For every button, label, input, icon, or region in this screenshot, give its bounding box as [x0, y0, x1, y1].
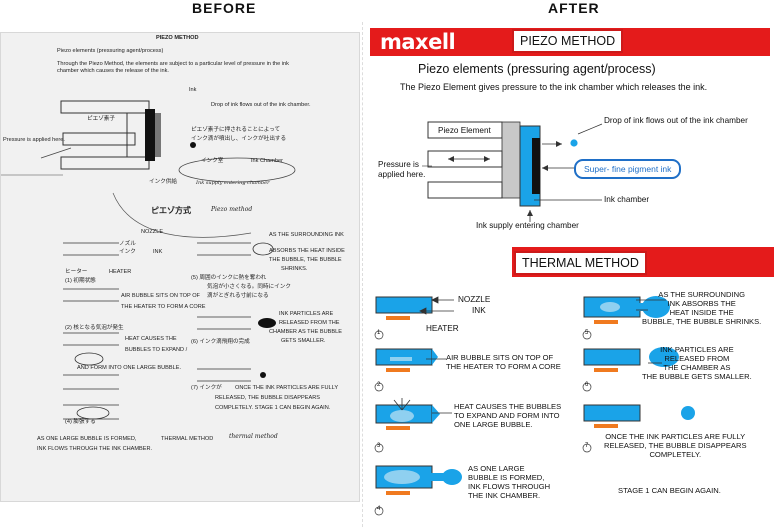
column-divider: [362, 22, 363, 527]
nozzle-label: NOZZLE: [458, 295, 491, 304]
step-number-4: 4: [377, 506, 381, 512]
before-scan: PIEZO METHOD Piezo elements (pressuring …: [0, 32, 360, 502]
before-pressure-note: Pressure is applied here.: [3, 137, 65, 143]
step-once-caption: ONCE THE INK PARTICLES ARE FULLY RELEASE…: [604, 432, 747, 460]
ink-chamber-label: Ink chamber: [604, 195, 650, 204]
before-heading: Piezo elements (pressuring agent/process…: [57, 48, 164, 54]
before-drop-note: Drop of ink flows out of the ink chamber…: [211, 102, 311, 108]
before-jp-ink: インク: [119, 249, 136, 255]
before-jp-note-1: ピエゾ素子に押されることによって: [191, 127, 281, 133]
step-number-1: 1: [377, 330, 381, 336]
before-shrinks: SHRINKS.: [281, 266, 308, 272]
step-air-text: AIR BUBBLE SITS ON TOP OF THE HEATER TO …: [446, 353, 561, 371]
before-jp-ink-chamber: インク室: [201, 158, 224, 164]
maxell-logo: maxell: [380, 30, 456, 54]
step-once-text: ONCE THE INK PARTICLES ARE FULLY RELEASE…: [604, 432, 747, 459]
before-step6-jp: (6) インク滴飛翔の完成: [191, 339, 250, 345]
after-subheading: The Piezo Element gives pressure to the …: [400, 82, 708, 92]
before-one-large: AS ONE LARGE BUBBLE IS FORMED,: [37, 436, 137, 442]
before-absorbs1: ABSORBS THE HEAT INSIDE: [269, 248, 345, 254]
step-shrink-caption: AS THE SURROUNDING INK ABSORBS THE HEAT …: [642, 290, 762, 327]
before-step1-jp: (1) 初期状態: [65, 278, 96, 284]
before-thermal: THERMAL METHOD: [161, 436, 214, 442]
heater-label: HEATER: [426, 324, 459, 333]
before-hand-supply: Ink supply entering chamber: [196, 180, 270, 186]
ink-label: INK: [472, 306, 486, 315]
before-heater-core: THE HEATER TO FORM A CORE: [121, 304, 206, 310]
thermal-diagrams: [374, 296, 695, 516]
before-heat-causes-2: BUBBLES TO EXPAND /: [125, 347, 188, 353]
before-once-2: RELEASED, THE BUBBLE DISAPPEARS: [215, 395, 320, 401]
before-and-form: AND FORM INTO ONE LARGE BUBBLE.: [77, 365, 182, 371]
before-ink-label: Ink: [189, 87, 197, 93]
before-intro-1: Through the Piezo Method, the elements a…: [57, 61, 289, 67]
before-hand-method: Piezo method: [211, 206, 253, 213]
pressure-label: Pressure is applied here.: [378, 160, 425, 180]
before-particles-1: INK PARTICLES ARE: [279, 311, 334, 317]
before-header: BEFORE: [192, 0, 257, 16]
drop-label: Drop of ink flows out of the ink chamber: [604, 116, 748, 125]
after-page: maxell PIEZO METHOD Piezo elements (pres…: [366, 18, 778, 531]
before-heater: HEATER: [109, 269, 132, 275]
before-ink: INK: [153, 249, 163, 255]
step-large-caption: AS ONE LARGE BUBBLE IS FORMED, INK FLOWS…: [468, 464, 551, 501]
before-hand-thermal: thermal method: [229, 433, 278, 440]
before-surrounding: AS THE SURROUNDING INK: [269, 232, 344, 238]
before-air-bubble: AIR BUBBLE SITS ON TOP OF: [121, 293, 200, 299]
piezo-title-box: PIEZO METHOD: [512, 29, 624, 53]
before-step2-jp: (2) 核となる気泡が発生: [65, 325, 124, 331]
after-header: AFTER: [548, 0, 600, 16]
stage-again-text: STAGE 1 CAN BEGIN AGAIN.: [618, 486, 721, 495]
piezo-element-label: Piezo Element: [438, 126, 491, 135]
step-release-caption: INK PARTICLES ARE RELEASED FROM THE CHAM…: [642, 345, 752, 382]
before-jp-nozzle: ノズル: [119, 241, 136, 247]
step-release-text: INK PARTICLES ARE RELEASED FROM THE CHAM…: [642, 345, 752, 381]
piezo-banner: maxell PIEZO METHOD: [370, 28, 770, 56]
pressure-text: Pressure is applied here.: [378, 160, 426, 179]
before-step5-jp3: 滴がとぎれる寸前になる: [207, 293, 269, 299]
pigment-ink-pill: Super- fine pigment ink: [574, 159, 682, 179]
before-particles-4: GETS SMALLER.: [281, 338, 326, 344]
before-particles-3: CHAMBER AS THE BUBBLE: [269, 329, 342, 335]
before-ink-chamber: Ink Chamber: [251, 158, 284, 164]
step-number-5: 5: [585, 330, 589, 336]
before-particles-2: RELEASED FROM THE: [279, 320, 340, 326]
step-heat-caption: HEAT CAUSES THE BUBBLES TO EXPAND AND FO…: [454, 402, 562, 430]
before-ink-flows: INK FLOWS THROUGH THE INK CHAMBER.: [37, 446, 153, 452]
thermal-title-box: THERMAL METHOD: [514, 251, 647, 275]
step-air-caption: AIR BUBBLE SITS ON TOP OF THE HEATER TO …: [446, 353, 561, 372]
before-once-3: COMPLETELY. STAGE 1 CAN BEGIN AGAIN.: [215, 405, 331, 411]
before-step7-jp: (7) インクが: [191, 385, 222, 391]
after-heading: Piezo elements (pressuring agent/process…: [418, 62, 656, 76]
before-nozzle: NOZZLE: [141, 229, 164, 235]
before-title: PIEZO METHOD: [156, 35, 199, 41]
before-intro-2: chamber which causes the release of the …: [57, 68, 169, 74]
before-step4-jp: (4) 膨張する: [65, 419, 96, 425]
step-large-text: AS ONE LARGE BUBBLE IS FORMED, INK FLOWS…: [468, 464, 550, 500]
before-jp-supply: インク供給: [149, 179, 177, 185]
before-jp-method: ピエゾ方式: [151, 206, 191, 215]
step-number-2: 2: [377, 382, 381, 388]
before-heat-causes-1: HEAT CAUSES THE: [125, 336, 177, 342]
before-step5-jp2: 気泡が小さくなる。同時にインク: [207, 284, 291, 290]
step-number-6: 6: [585, 382, 589, 388]
after-piezo-diagram: [422, 121, 603, 222]
before-once-1: ONCE THE INK PARTICLES ARE FULLY: [235, 385, 339, 391]
step-number-7: 7: [585, 443, 589, 449]
before-step5-jp: (5) 周囲のインクに熱を奪われ: [191, 275, 267, 281]
before-jp-heater: ヒーター: [65, 269, 88, 275]
ink-supply-label: Ink supply entering chamber: [476, 221, 579, 230]
before-thermal-sketch: [63, 242, 276, 420]
before-jp-piezo: ピエゾ素子: [87, 116, 115, 122]
step-heat-text: HEAT CAUSES THE BUBBLES TO EXPAND AND FO…: [454, 402, 561, 429]
before-jp-note-2: インク滴が噴出し、インクが吐出する: [191, 136, 287, 142]
step-shrink-text: AS THE SURROUNDING INK ABSORBS THE HEAT …: [642, 290, 761, 326]
before-absorbs2: THE BUBBLE, THE BUBBLE: [269, 257, 342, 263]
step-number-3: 3: [377, 443, 381, 449]
before-piezo-sketch: [1, 100, 296, 238]
